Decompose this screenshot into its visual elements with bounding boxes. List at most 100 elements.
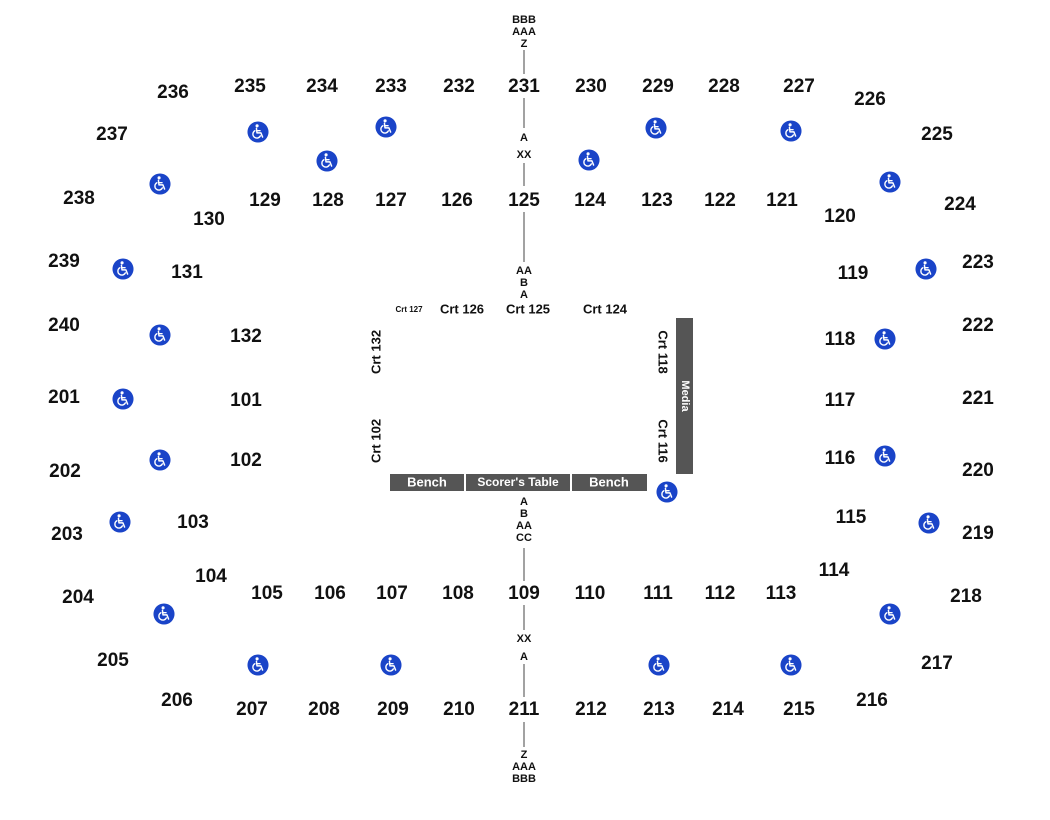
- section-216[interactable]: 216: [856, 690, 888, 711]
- section-113[interactable]: 113: [766, 583, 797, 604]
- section-207[interactable]: 207: [236, 699, 268, 720]
- bench-right-label: Bench: [589, 474, 629, 489]
- section-114[interactable]: 114: [819, 560, 850, 581]
- section-111[interactable]: 111: [643, 583, 673, 604]
- section-112[interactable]: 112: [705, 583, 736, 604]
- wheelchair-accessible-icon: [915, 258, 937, 280]
- courtside-section-label[interactable]: Crt 125: [506, 301, 550, 316]
- section-212[interactable]: 212: [575, 699, 607, 720]
- section-213[interactable]: 213: [643, 699, 675, 720]
- courtside-section-label[interactable]: Crt 127: [395, 305, 423, 314]
- section-209[interactable]: 209: [377, 699, 409, 720]
- section-120[interactable]: 120: [824, 206, 856, 227]
- section-232[interactable]: 232: [443, 76, 475, 97]
- wheelchair-accessible-icon: [645, 117, 667, 139]
- section-205[interactable]: 205: [97, 650, 129, 671]
- section-236[interactable]: 236: [157, 82, 189, 103]
- section-223[interactable]: 223: [962, 252, 994, 273]
- aisle-row-label: AAA: [512, 761, 536, 773]
- section-201[interactable]: 201: [48, 387, 80, 408]
- section-104[interactable]: 104: [195, 566, 227, 587]
- aisle-row-label: A: [520, 132, 528, 144]
- section-217[interactable]: 217: [921, 653, 953, 674]
- courtside-section-label[interactable]: Crt 132: [368, 330, 383, 374]
- wheelchair-accessible-icon: [149, 324, 171, 346]
- section-118[interactable]: 118: [825, 329, 856, 350]
- wheelchair-accessible-icon: [149, 449, 171, 471]
- section-116[interactable]: 116: [825, 448, 856, 469]
- section-227[interactable]: 227: [783, 76, 815, 97]
- aisle-row-label: BBB: [512, 773, 536, 785]
- courtside-section-label[interactable]: Crt 116: [656, 419, 671, 462]
- aisle-row-label: AAA: [512, 26, 536, 38]
- section-122[interactable]: 122: [704, 190, 736, 211]
- section-230[interactable]: 230: [575, 76, 607, 97]
- section-102[interactable]: 102: [230, 450, 262, 471]
- section-110[interactable]: 110: [575, 583, 606, 604]
- courtside-section-label[interactable]: Crt 126: [440, 301, 484, 316]
- section-211[interactable]: 211: [509, 699, 540, 720]
- media-label: Media: [679, 380, 691, 412]
- wheelchair-accessible-icon: [247, 121, 269, 143]
- courtside-section-label[interactable]: Crt 102: [368, 419, 383, 463]
- section-218[interactable]: 218: [950, 586, 982, 607]
- section-239[interactable]: 239: [48, 251, 80, 272]
- section-202[interactable]: 202: [49, 461, 81, 482]
- section-208[interactable]: 208: [308, 699, 340, 720]
- section-105[interactable]: 105: [251, 583, 283, 604]
- section-130[interactable]: 130: [193, 209, 225, 230]
- section-226[interactable]: 226: [854, 89, 886, 110]
- section-107[interactable]: 107: [376, 583, 408, 604]
- bench-left: [390, 474, 464, 491]
- section-220[interactable]: 220: [962, 460, 994, 481]
- section-225[interactable]: 225: [921, 124, 953, 145]
- section-235[interactable]: 235: [234, 76, 266, 97]
- courtside-section-label[interactable]: Crt 124: [583, 301, 628, 316]
- media-area: [676, 318, 693, 474]
- section-121[interactable]: 121: [766, 190, 798, 211]
- upper-level-sections: 201 202 203 204 205 206 207 208 209 210 211 212 213 2…: [48, 76, 994, 720]
- section-229[interactable]: 229: [642, 76, 674, 97]
- section-210[interactable]: 210: [443, 699, 475, 720]
- section-203[interactable]: 203: [51, 524, 83, 545]
- section-224[interactable]: 224: [944, 194, 976, 215]
- section-204[interactable]: 204: [62, 587, 94, 608]
- section-214[interactable]: 214: [712, 699, 744, 720]
- section-234[interactable]: 234: [306, 76, 338, 97]
- section-231[interactable]: 231: [508, 76, 540, 97]
- section-119[interactable]: 119: [838, 263, 869, 284]
- section-117[interactable]: 117: [825, 390, 856, 411]
- section-240[interactable]: 240: [48, 315, 80, 336]
- section-101[interactable]: 101: [230, 390, 262, 411]
- section-222[interactable]: 222: [962, 315, 994, 336]
- section-206[interactable]: 206: [161, 690, 193, 711]
- section-221[interactable]: 221: [962, 388, 994, 409]
- section-108[interactable]: 108: [442, 583, 474, 604]
- section-126[interactable]: 126: [441, 190, 473, 211]
- section-125[interactable]: 125: [508, 190, 540, 211]
- section-129[interactable]: 129: [249, 190, 281, 211]
- section-219[interactable]: 219: [962, 523, 994, 544]
- section-124[interactable]: 124: [574, 190, 606, 211]
- section-233[interactable]: 233: [375, 76, 407, 97]
- section-123[interactable]: 123: [641, 190, 673, 211]
- section-127[interactable]: 127: [375, 190, 407, 211]
- section-132[interactable]: 132: [230, 326, 262, 347]
- section-106[interactable]: 106: [314, 583, 346, 604]
- section-237[interactable]: 237: [96, 124, 128, 145]
- section-109[interactable]: 109: [508, 583, 540, 604]
- section-128[interactable]: 128: [312, 190, 344, 211]
- section-238[interactable]: 238: [63, 188, 95, 209]
- wheelchair-accessible-icon: [648, 654, 670, 676]
- bench-left-label: Bench: [407, 474, 447, 489]
- section-115[interactable]: 115: [836, 507, 867, 528]
- section-228[interactable]: 228: [708, 76, 740, 97]
- aisle-row-label: A: [520, 496, 528, 508]
- section-131[interactable]: 131: [171, 262, 203, 283]
- wheelchair-accessible-icon: [879, 603, 901, 625]
- wheelchair-accessible-icon: [153, 603, 175, 625]
- section-215[interactable]: 215: [783, 699, 815, 720]
- section-103[interactable]: 103: [177, 512, 209, 533]
- courtside-section-label[interactable]: Crt 118: [656, 330, 671, 373]
